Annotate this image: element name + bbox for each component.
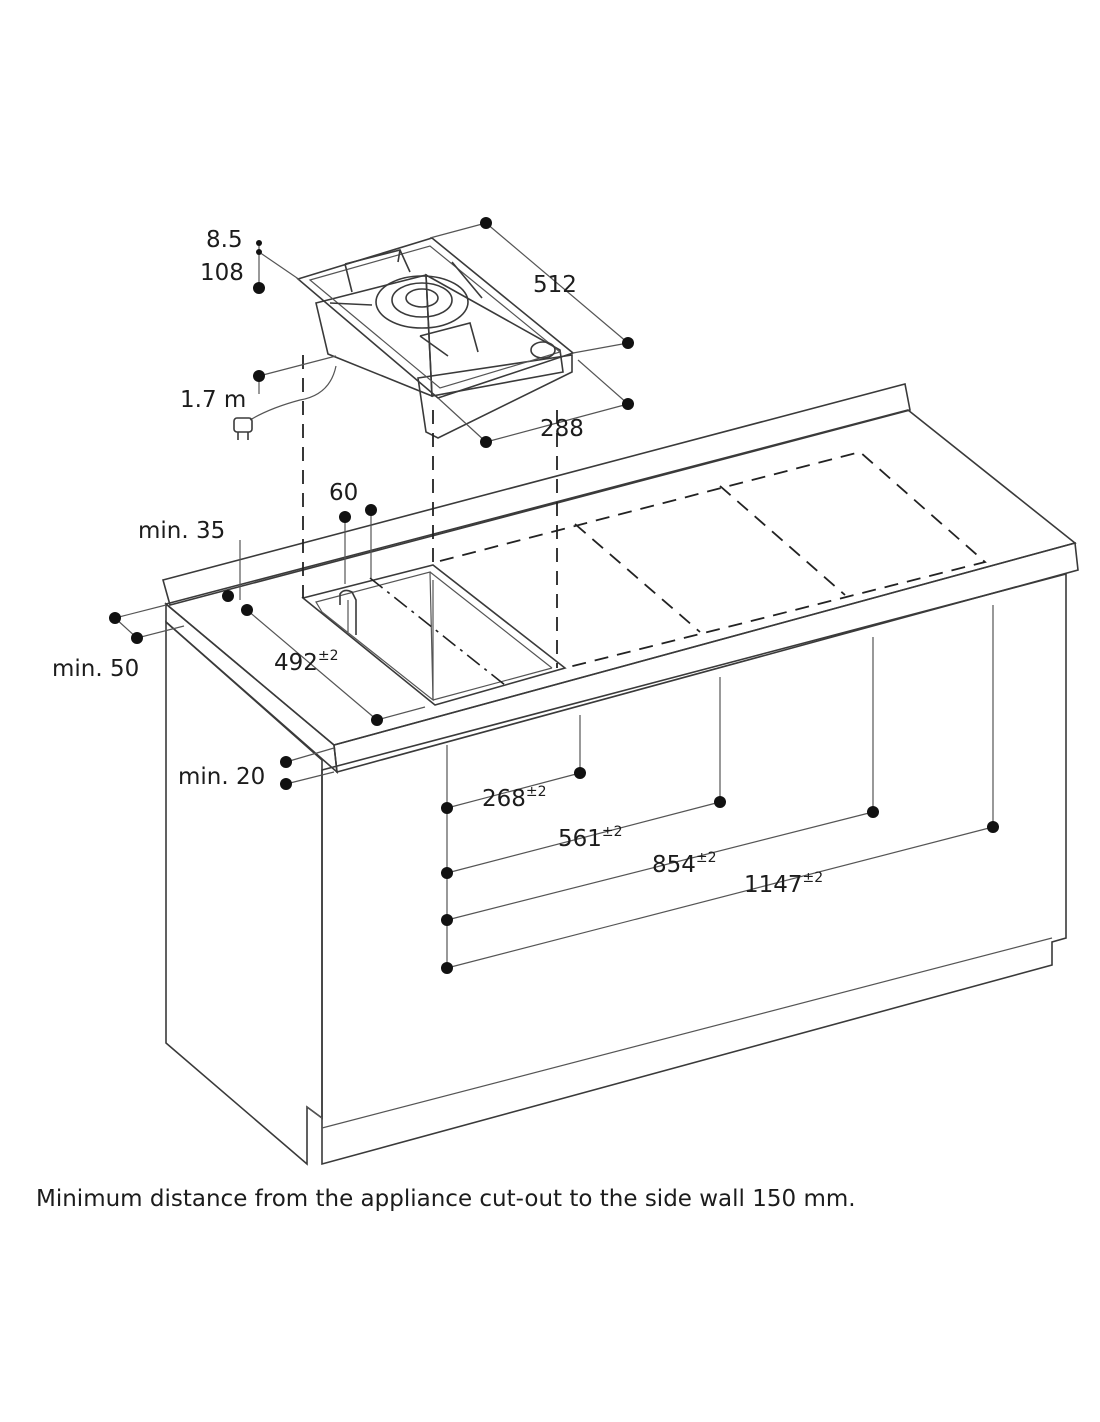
dim-854: 854±2 xyxy=(652,850,717,878)
dimension-lines xyxy=(114,222,994,970)
plug-icon xyxy=(233,417,253,440)
dim-288: 288 xyxy=(540,416,584,442)
dim-60: 60 xyxy=(329,480,358,506)
dim-268: 268±2 xyxy=(482,784,547,812)
dim-min-35: min. 35 xyxy=(138,518,225,544)
dim-108: 108 xyxy=(200,260,244,286)
dimension-dots xyxy=(109,217,999,974)
additional-cutouts xyxy=(439,451,987,669)
dimension-labels: 8.5 108 512 1.7 m 288 60 min. 35 min. 50… xyxy=(52,227,823,898)
dim-min-20: min. 20 xyxy=(178,764,265,790)
dim-492: 492±2 xyxy=(274,648,339,676)
diagram-caption: Minimum distance from the appliance cut-… xyxy=(36,1186,856,1212)
alignment-lines xyxy=(302,355,558,668)
gas-hob-appliance xyxy=(296,237,575,439)
dim-min-50: min. 50 xyxy=(52,656,139,682)
dim-1147: 1147±2 xyxy=(744,870,823,898)
power-cable xyxy=(233,365,337,440)
dim-8-5: 8.5 xyxy=(206,227,243,253)
dim-cable-length: 1.7 m xyxy=(180,387,246,413)
hob-cutout xyxy=(301,564,567,706)
kitchen-cabinet xyxy=(162,383,1079,1166)
dim-561: 561±2 xyxy=(558,824,623,852)
dim-512: 512 xyxy=(533,272,577,298)
